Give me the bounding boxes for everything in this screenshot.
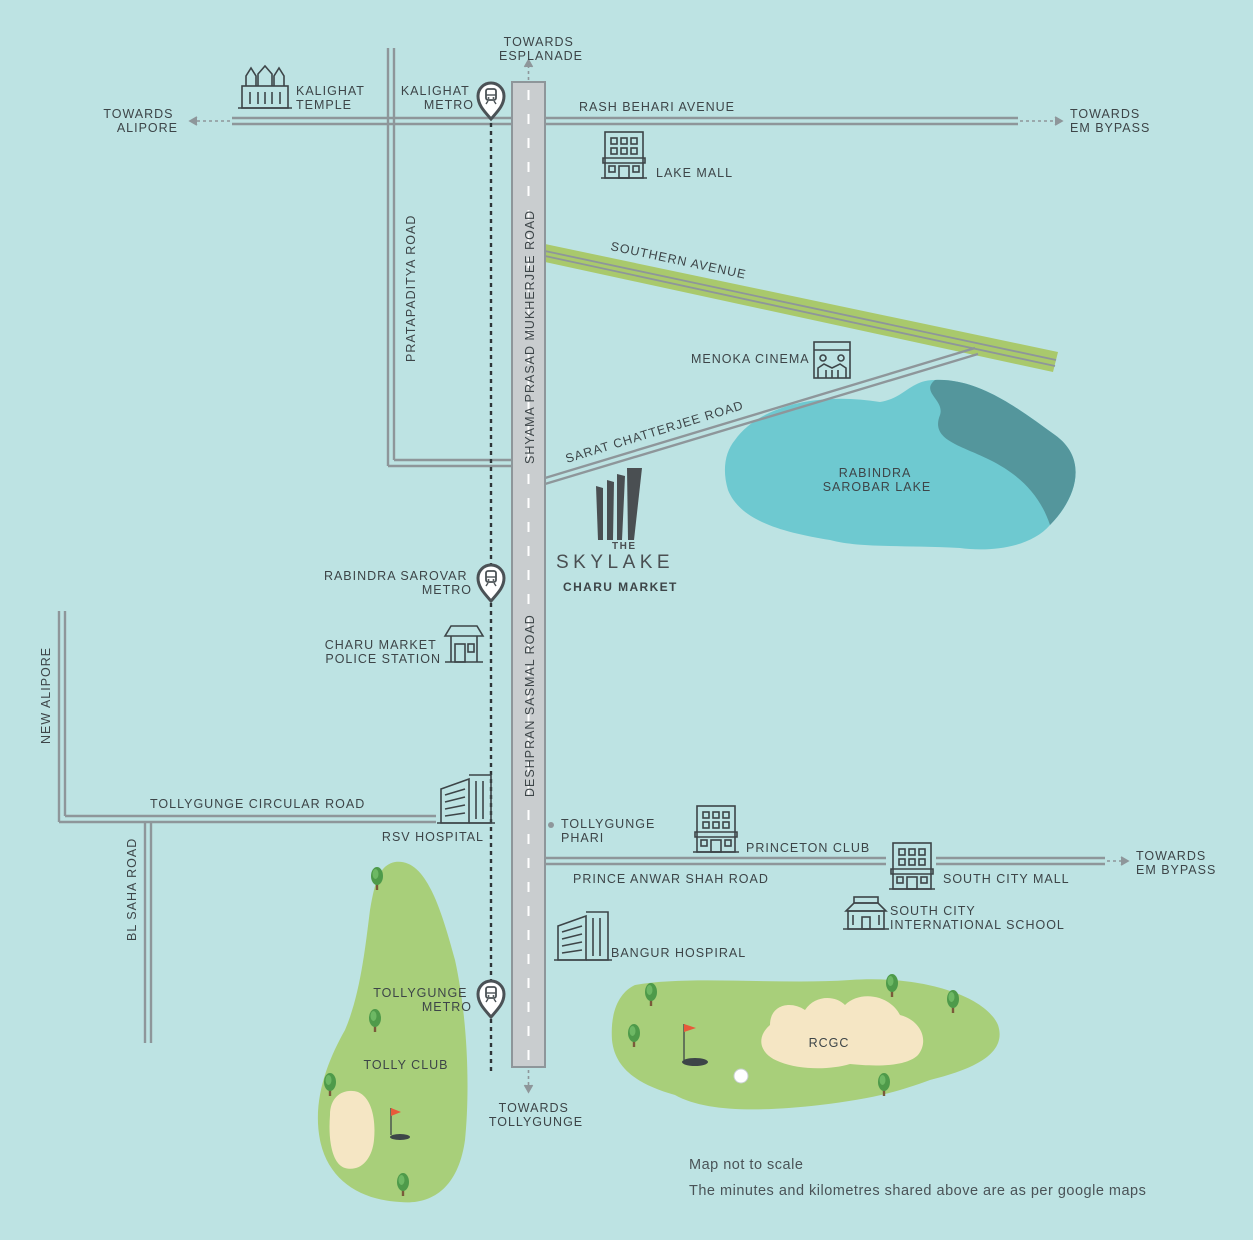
rabindra-sarobar-lake [724, 379, 1076, 550]
road-network [57, 48, 1105, 1043]
rash-behari-avenue-label: RASH BEHARI AVENUE [579, 100, 735, 114]
skylake-locality: CHARU MARKET [563, 580, 678, 594]
police-station-icon [443, 625, 485, 663]
princeton-club-label: PRINCETON CLUB [746, 841, 870, 855]
pratapaditya-road-label: PRATAPADITYA ROAD [404, 215, 418, 362]
direction-arrows [188, 58, 1130, 1094]
bl-saha-road-label: BL SAHA ROAD [125, 838, 139, 941]
tollygunge-circular-road-label: TOLLYGUNGE CIRCULAR ROAD [150, 797, 365, 811]
new-alipore-label: NEW ALIPORE [39, 647, 53, 744]
towards-tollygunge-label: TOWARDS TOLLYGUNGE [489, 1101, 583, 1129]
south-city-school-label: SOUTH CITY INTERNATIONAL SCHOOL [890, 904, 1065, 932]
towards-alipore-label: TOWARDS ALIPORE [103, 107, 178, 135]
tollygunge-phari-dot [548, 822, 554, 828]
towards-em-bypass-bottom-label: TOWARDS EM BYPASS [1136, 849, 1216, 877]
bangur-hospital-label: BANGUR HOSPIRAL [611, 946, 746, 960]
lake-mall-label: LAKE MALL [656, 166, 733, 180]
tollygunge-metro-label: TOLLYGUNGE METRO [373, 986, 472, 1014]
skylake-the: THE [612, 541, 637, 552]
source-note: The minutes and kilometres shared above … [689, 1183, 1146, 1199]
rcgc-label: RCGC [809, 1036, 850, 1050]
skylake-logo: THE SKYLAKE CHARU MARKET [556, 468, 678, 594]
tolly-club-label: TOLLY CLUB [363, 1058, 448, 1072]
towards-em-bypass-top-label: TOWARDS EM BYPASS [1070, 107, 1150, 135]
southern-avenue-road [544, 244, 1058, 372]
rabindra-sarobar-lake-label: RABINDRA SAROBAR LAKE [823, 466, 932, 494]
towards-esplanade-label: TOWARDS ESPLANADE [499, 35, 583, 63]
kalighat-metro-label: KALIGHAT METRO [401, 84, 474, 112]
skylake-towers-icon [596, 468, 642, 540]
main-north-south-road [511, 81, 546, 1068]
prince-anwar-shah-road-label: PRINCE ANWAR SHAH ROAD [573, 872, 769, 886]
deshpran-sasmal-road-label: DESHPRAN SASMAL ROAD [523, 614, 537, 797]
tolly-club-green [317, 861, 468, 1203]
school-icon [843, 896, 889, 930]
south-city-mall-label: SOUTH CITY MALL [943, 872, 1070, 886]
rsv-hospital-label: RSV HOSPITAL [382, 830, 484, 844]
rabindra-sarovar-metro-label: RABINDRA SAROVAR METRO [324, 569, 472, 597]
scale-note: Map not to scale [689, 1157, 803, 1173]
tollygunge-phari-label: TOLLYGUNGE PHARI [561, 817, 660, 845]
charu-market-police-label: CHARU MARKET POLICE STATION [325, 638, 441, 666]
menoka-cinema-label: MENOKA CINEMA [691, 352, 810, 366]
rcgc-green [611, 974, 1000, 1110]
kalighat-temple-icon [238, 64, 292, 109]
skylake-name: SKYLAKE [556, 552, 674, 573]
kalighat-temple-label: KALIGHAT TEMPLE [296, 84, 369, 112]
menoka-cinema-icon [813, 341, 851, 379]
shyama-prasad-road-label: SHYAMA PRASAD MUKHERJEE ROAD [523, 210, 537, 464]
